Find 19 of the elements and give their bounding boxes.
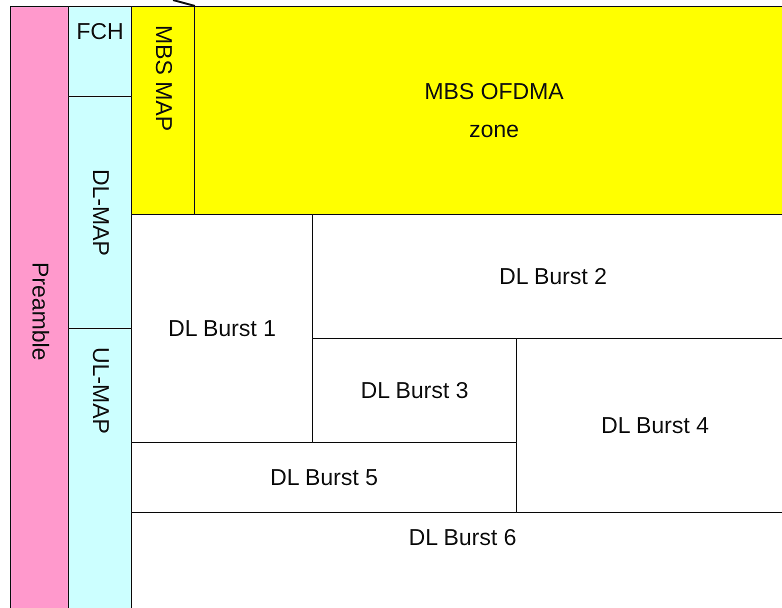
frame-region [68,96,132,329]
region-label: DL Burst 4 [601,410,709,440]
region-label: DL Burst 3 [360,376,468,405]
frame-region [131,6,195,215]
region-label: DL Burst 2 [499,262,607,291]
region-label: DL Burst 1 [168,314,276,343]
region-label: DL-MAP [86,169,115,256]
region-label: DL Burst 5 [270,462,378,492]
frame-region [10,6,69,608]
frame-region [68,6,132,97]
region-label: FCH [76,17,124,46]
region-label: MBS MAP [150,25,178,132]
region-label: DL Burst 6 [408,523,516,552]
leader-line [172,0,196,7]
region-label: UL-MAP [86,347,115,434]
frame-region [68,328,132,608]
region-label: MBS OFDMA zone [423,76,565,144]
frame-region [194,6,782,215]
region-label: Preamble [26,262,54,360]
